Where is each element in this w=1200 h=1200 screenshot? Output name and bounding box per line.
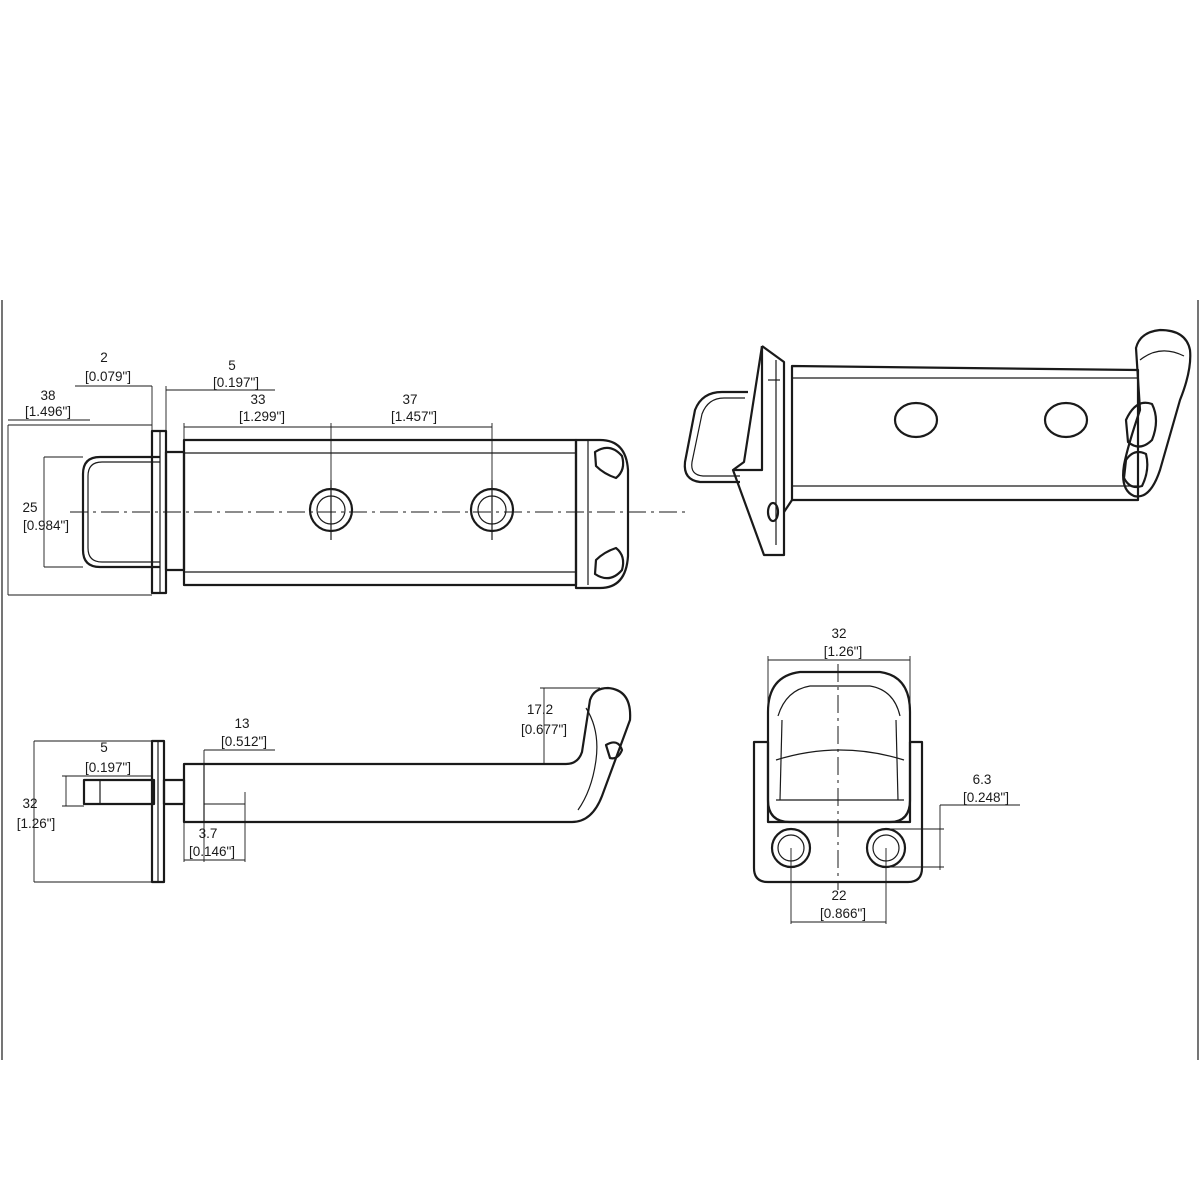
dim-2-mm: 2	[100, 350, 108, 365]
dim-3-7-mm: 3.7	[199, 826, 218, 841]
end-view-plate	[752, 740, 924, 884]
dim-13-mm: 13	[234, 716, 249, 731]
dim-5-top-mm: 5	[228, 358, 236, 373]
dim-13-inch: [0.512"]	[221, 734, 267, 749]
dim-32-side-inch: [1.26"]	[17, 816, 56, 831]
side-view-arm	[182, 686, 632, 824]
dim-22-mm: 22	[831, 888, 846, 903]
dim-25-inch: [0.984"]	[23, 518, 69, 533]
iso-flange	[731, 345, 786, 557]
side-view: 32 [1.26"] 5 [0.197"] 13 [0.512"] 3.7 [0…	[17, 686, 632, 884]
dim-25-mm: 25	[22, 500, 37, 515]
iso-tongue	[683, 390, 748, 484]
dim-32-end-inch: [1.26"]	[824, 644, 863, 659]
dim-33-mm: 33	[250, 392, 265, 407]
dim-22-inch: [0.866"]	[820, 906, 866, 921]
dim-32-side-mm: 32	[22, 796, 37, 811]
iso-body	[790, 364, 1140, 502]
iso-hook	[1122, 328, 1192, 498]
dim-37-inch: [1.457"]	[391, 409, 437, 424]
dim-32-end-mm: 32	[831, 626, 846, 641]
dim-38-inch: [1.496"]	[25, 404, 71, 419]
dim-33-inch: [1.299"]	[239, 409, 285, 424]
side-view-tongue	[82, 778, 156, 806]
iso-hole-2	[1043, 401, 1089, 439]
iso-hole-1	[893, 401, 939, 439]
top-view-end-head	[574, 438, 630, 590]
dim-37-mm: 37	[402, 392, 417, 407]
dim-17-2-mm: 17.2	[527, 702, 553, 717]
dim-5-side-inch: [0.197"]	[85, 760, 131, 775]
top-view: 38 [1.496"] 25 [0.984"] 2 [0.079"] 5 [0.…	[7, 350, 690, 596]
dim-5-top-inch: [0.197"]	[213, 375, 259, 390]
end-view-head	[766, 670, 912, 824]
dim-3-7-inch: [0.146"]	[189, 844, 235, 859]
dim-38-mm: 38	[40, 388, 55, 403]
dim-6-3-inch: [0.248"]	[963, 790, 1009, 805]
isometric-view	[683, 328, 1192, 557]
dim-2-inch: [0.079"]	[85, 369, 131, 384]
end-view: 32 [1.26"] 6.3 [0.248"] 22 [0.866"]	[752, 626, 1020, 924]
dim-5-side-mm: 5	[100, 740, 108, 755]
dim-6-3-mm: 6.3	[973, 772, 992, 787]
dim-17-2-inch: [0.677"]	[521, 722, 567, 737]
